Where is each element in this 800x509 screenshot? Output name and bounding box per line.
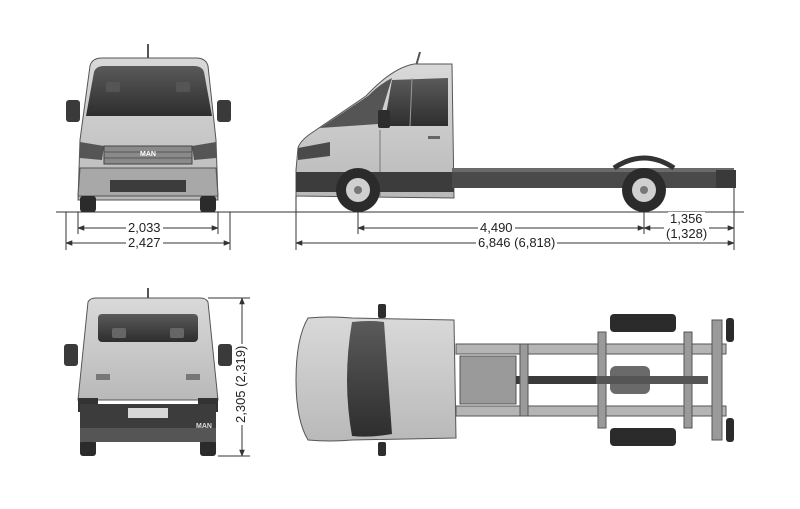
top-rear-wheel-left	[610, 314, 676, 332]
height-label: 2,305 (2,319)	[233, 343, 248, 425]
top-rear-axle	[596, 376, 708, 384]
overall-length-label: 6,846 (6,818)	[476, 235, 558, 250]
front-seat-right	[176, 82, 190, 92]
front-mirror-left	[66, 100, 80, 122]
front-wheel-right	[200, 196, 216, 212]
top-windshield	[347, 321, 392, 437]
front-view: MAN	[66, 44, 231, 212]
rear-logo: MAN	[196, 423, 212, 430]
top-frame-rail-upper	[455, 343, 727, 355]
rear-plate	[128, 408, 168, 418]
rear-mirror-right	[218, 344, 232, 366]
front-seat-left	[106, 82, 120, 92]
front-wheel-left	[80, 196, 96, 212]
rear-overhang-label: 1,356	[668, 211, 705, 226]
top-engine-block	[459, 355, 517, 405]
side-door-handle	[428, 136, 440, 139]
side-mirror	[378, 110, 390, 128]
side-rear-end	[716, 170, 736, 188]
side-window	[384, 78, 448, 126]
front-windshield	[86, 66, 212, 116]
side-headlight	[298, 142, 330, 160]
front-grille	[103, 145, 193, 165]
top-driveshaft	[516, 376, 612, 384]
front-logo: MAN	[140, 151, 156, 158]
front-headlight-right	[192, 142, 216, 160]
side-windshield	[320, 78, 392, 128]
top-rear-lamp-left	[726, 318, 734, 342]
front-width-label: 2,427	[126, 235, 163, 250]
rear-vent-right	[186, 374, 200, 380]
rear-fender	[612, 155, 676, 171]
rear-overhang-alt-label: (1,328)	[664, 226, 710, 241]
top-rear-wheel-right	[610, 428, 676, 446]
front-lower-grille	[110, 180, 186, 192]
top-view	[295, 304, 734, 456]
wheelbase-label: 4,490	[478, 220, 515, 235]
rear-wheel-left	[80, 440, 96, 456]
rear-window	[98, 314, 198, 342]
top-mirror-left	[378, 304, 386, 318]
front-headlight-left	[80, 142, 104, 160]
front-track-label: 2,033	[126, 220, 163, 235]
top-frame-rail-lower	[455, 405, 727, 417]
rear-cab-shell	[77, 297, 219, 401]
rear-view: MAN	[64, 288, 232, 456]
rear-vent-left	[96, 374, 110, 380]
rear-wheel-right	[200, 440, 216, 456]
top-mirror-right	[378, 442, 386, 456]
rear-mirror-left	[64, 344, 78, 366]
front-mirror-right	[217, 100, 231, 122]
top-rear-lamp-right	[726, 418, 734, 442]
side-view	[295, 51, 736, 212]
